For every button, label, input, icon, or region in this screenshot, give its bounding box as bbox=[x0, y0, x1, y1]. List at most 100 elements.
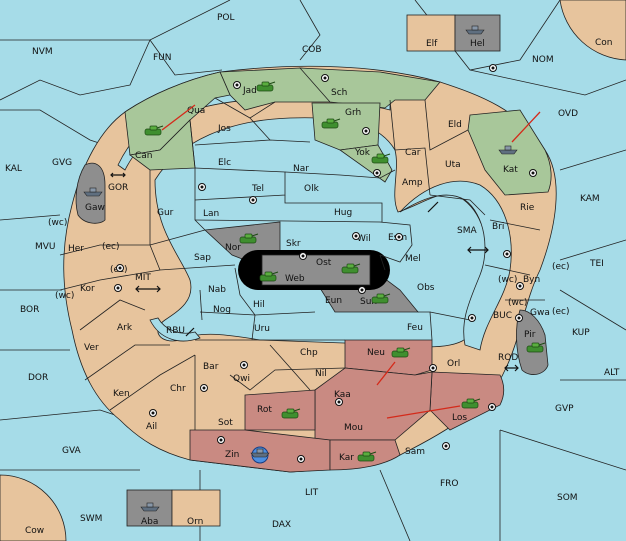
army-icon[interactable] bbox=[371, 153, 391, 164]
label-Eun: Eun bbox=[325, 296, 342, 306]
label-Elf: Elf bbox=[426, 39, 438, 49]
label-Aba: Aba bbox=[141, 517, 158, 527]
label-LIT: LIT bbox=[305, 488, 319, 498]
supply-center-icon bbox=[395, 233, 403, 241]
label-Sch: Sch bbox=[331, 88, 347, 98]
label-wc-west: (wc) bbox=[48, 218, 67, 228]
two-way-arrow-icon bbox=[427, 201, 439, 213]
label-GVG: GVG bbox=[52, 158, 72, 168]
label-Chr: Chr bbox=[170, 384, 186, 394]
army-icon[interactable] bbox=[281, 408, 301, 419]
label-Nor: Nor bbox=[225, 243, 241, 253]
label-RBU: RBU bbox=[166, 326, 185, 336]
label-OVD: OVD bbox=[558, 109, 578, 119]
fleet-icon[interactable] bbox=[83, 187, 103, 197]
label-Hel: Hel bbox=[470, 39, 485, 49]
label-Ark: Ark bbox=[117, 323, 133, 333]
army-icon[interactable] bbox=[341, 263, 361, 274]
supply-center-icon bbox=[529, 169, 537, 177]
land-borders bbox=[59, 97, 545, 430]
label-Feu: Feu bbox=[407, 323, 423, 333]
supply-center-icon bbox=[515, 314, 523, 322]
label-Chp: Chp bbox=[300, 348, 318, 358]
move-arrow-icon bbox=[511, 111, 541, 143]
move-arrows bbox=[161, 104, 541, 419]
units bbox=[83, 25, 546, 512]
label-Cow: Cow bbox=[25, 526, 44, 536]
region-labels: POL NVM FUN COB NOM OVD Con KAL GVG GOR … bbox=[5, 13, 620, 536]
label-Jad: Jad bbox=[242, 86, 257, 96]
label-Jos: Jos bbox=[217, 124, 231, 134]
label-Uru: Uru bbox=[254, 324, 270, 334]
army-icon[interactable] bbox=[321, 118, 341, 129]
army-icon[interactable] bbox=[144, 125, 164, 136]
label-Lan: Lan bbox=[203, 209, 219, 219]
label-TEI: TEI bbox=[589, 259, 604, 269]
label-Amp: Amp bbox=[402, 178, 423, 188]
army-icon[interactable] bbox=[526, 342, 546, 353]
label-Rot: Rot bbox=[257, 405, 272, 415]
label-KAM: KAM bbox=[580, 194, 600, 204]
label-COB: COB bbox=[302, 45, 322, 55]
fleet-icon[interactable] bbox=[465, 25, 485, 35]
army-icon[interactable] bbox=[239, 233, 259, 244]
label-Zin: Zin bbox=[225, 450, 239, 460]
label-SOM: SOM bbox=[557, 493, 578, 503]
supply-center-icon bbox=[352, 232, 360, 240]
fleet-icon[interactable] bbox=[498, 145, 518, 155]
label-Byn: Byn bbox=[523, 275, 540, 285]
label-Ver: Ver bbox=[84, 343, 99, 353]
label-Kor: Kor bbox=[80, 284, 95, 294]
army-icon[interactable] bbox=[391, 347, 411, 358]
label-Uta: Uta bbox=[445, 160, 461, 170]
label-Orl: Orl bbox=[447, 359, 460, 369]
supply-center-icon bbox=[373, 169, 381, 177]
label-NOM: NOM bbox=[532, 55, 554, 65]
label-Wil: Wil bbox=[357, 234, 371, 244]
label-Qua: Qua bbox=[187, 106, 205, 116]
army-icon[interactable] bbox=[259, 271, 279, 282]
label-Pir: Pir bbox=[524, 330, 536, 340]
passages bbox=[110, 172, 519, 372]
two-way-arrow-icon bbox=[110, 172, 126, 178]
label-Ken: Ken bbox=[113, 389, 130, 399]
label-FUN: FUN bbox=[153, 53, 172, 63]
label-Kar: Kar bbox=[339, 453, 354, 463]
supply-center-icon bbox=[335, 398, 343, 406]
supply-center-icon bbox=[233, 81, 241, 89]
label-Car: Car bbox=[405, 148, 421, 158]
label-Kat: Kat bbox=[503, 165, 518, 175]
label-Olk: Olk bbox=[304, 184, 320, 194]
label-Ost: Ost bbox=[316, 258, 332, 268]
label-Sun: Sun bbox=[360, 297, 377, 307]
label-Gaw: Gaw bbox=[85, 203, 105, 213]
supply-center-icon bbox=[516, 282, 524, 290]
supply-center-icon bbox=[240, 361, 248, 369]
army-icon[interactable] bbox=[461, 398, 481, 409]
fleet-icon[interactable] bbox=[250, 448, 270, 458]
label-KAL: KAL bbox=[5, 164, 22, 174]
label-wc-gwa: (wc) bbox=[508, 298, 527, 308]
label-Neu: Neu bbox=[367, 348, 385, 358]
supply-center-icon bbox=[149, 409, 157, 417]
label-Ail: Ail bbox=[146, 422, 157, 432]
army-icon[interactable] bbox=[357, 451, 377, 462]
label-SMA: SMA bbox=[457, 226, 477, 236]
army-icon[interactable] bbox=[371, 293, 391, 304]
army-icon[interactable] bbox=[256, 81, 276, 92]
supply-center-icon bbox=[299, 252, 307, 260]
supply-centers bbox=[114, 64, 537, 463]
fleet-icon[interactable] bbox=[140, 502, 160, 512]
label-ALT: ALT bbox=[604, 368, 620, 378]
supply-center-icon bbox=[362, 127, 370, 135]
supply-center-icon bbox=[217, 436, 225, 444]
two-way-arrow-icon bbox=[135, 285, 161, 293]
supply-center-icon bbox=[468, 314, 476, 322]
two-way-arrow-icon bbox=[467, 246, 489, 254]
label-Eld: Eld bbox=[448, 120, 462, 130]
label-Gur: Gur bbox=[157, 208, 174, 218]
label-Nar: Nar bbox=[293, 164, 309, 174]
label-Nil: Nil bbox=[315, 369, 327, 379]
